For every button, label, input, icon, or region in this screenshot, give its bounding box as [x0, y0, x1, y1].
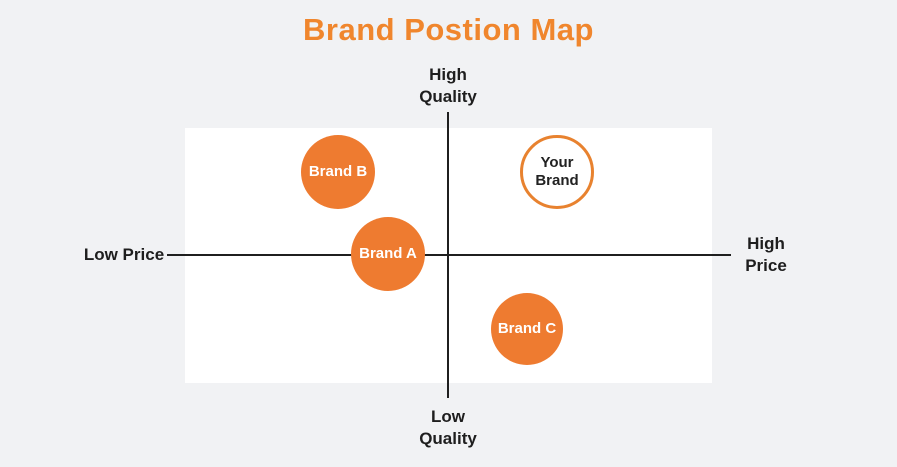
brand-point-label: Brand B: [308, 163, 368, 180]
axis-label-high-quality: High Quality: [419, 65, 477, 106]
brand-point-label: Brand A: [359, 245, 417, 262]
page-title: Brand Postion Map: [303, 12, 594, 47]
brand-point-brand-b: Brand B: [301, 135, 375, 209]
brand-point-brand-a: Brand A: [351, 217, 425, 291]
brand-point-label: Brand C: [497, 320, 557, 337]
brand-point-label: Your Brand: [535, 154, 579, 189]
axis-label-low-quality: Low Quality: [419, 407, 477, 448]
axis-label-low-price: Low Price: [83, 245, 165, 264]
price-axis-line: [167, 254, 731, 256]
axis-label-high-price: High Price: [745, 234, 787, 275]
brand-point-your-brand: Your Brand: [520, 135, 594, 209]
brand-point-brand-c: Brand C: [491, 293, 563, 365]
